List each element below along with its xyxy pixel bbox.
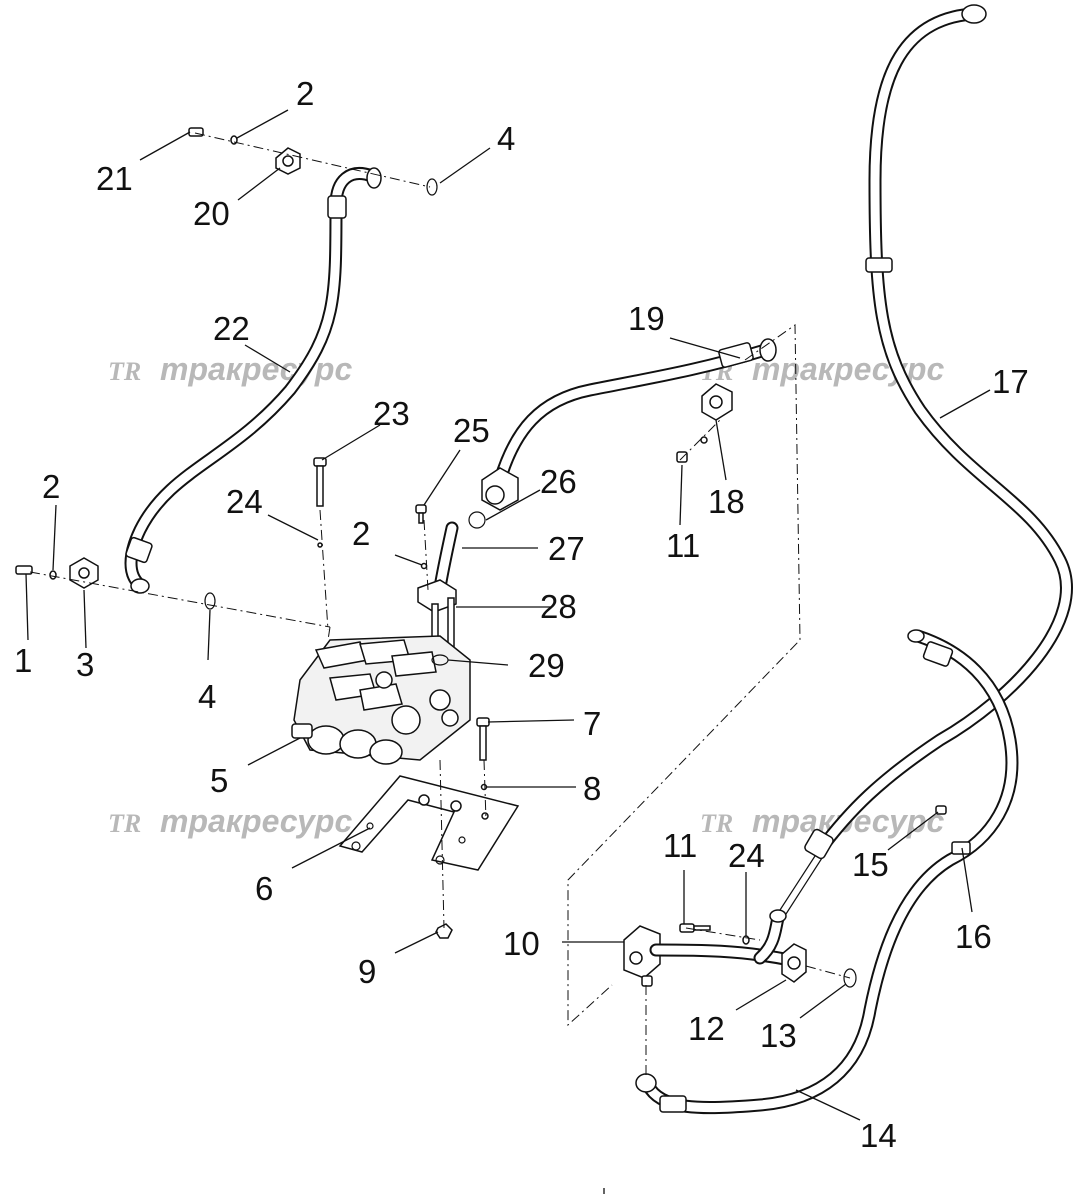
callout-24-upper: 24 [226,483,263,520]
callout-27: 27 [548,530,585,567]
part-26-flange [468,467,519,529]
callout-25: 25 [453,412,490,449]
watermark-1: TR тракресурс [108,351,352,387]
part-12-flange [781,943,807,983]
part-6-plate [338,775,520,871]
callout-26: 26 [540,463,577,500]
leader-lines [25,109,991,1194]
callout-20: 20 [193,195,230,232]
part-2-washer-left [49,570,57,580]
watermark-logo: TR [700,809,733,838]
part-20-flange [275,147,301,175]
callout-2-left: 2 [42,468,60,505]
watermark-text: тракресурс [160,803,352,839]
callout-29: 29 [528,647,565,684]
callout-7: 7 [583,705,601,742]
callout-23: 23 [373,395,410,432]
callout-22: 22 [213,310,250,347]
watermark-text: тракресурс [160,351,352,387]
watermark-2: TR тракресурс [700,351,944,387]
center-lines [29,132,851,1075]
watermark-text: тракресурс [752,351,944,387]
callout-16: 16 [955,918,992,955]
callout-4-left: 4 [198,678,216,715]
callout-24-lower: 24 [728,837,765,874]
part-5-valve-block [291,635,471,765]
callout-17: 17 [992,363,1029,400]
callout-9: 9 [358,953,376,990]
callout-21: 21 [96,160,133,197]
part-18-flange [676,383,733,463]
callout-13: 13 [760,1017,797,1054]
callout-12: 12 [688,1010,725,1047]
hose-14 [635,629,1019,1115]
hose-19 [493,338,777,487]
callout-1: 1 [14,642,32,679]
callout-19: 19 [628,300,665,337]
callout-11-upper: 11 [666,527,700,564]
watermark-3: TR тракресурс [108,803,352,839]
part-10-pipe-assembly [623,909,797,987]
watermark-logo: TR [108,357,141,386]
part-23-bolt [313,457,327,548]
callout-8: 8 [583,770,601,807]
callout-14: 14 [860,1117,897,1154]
part-15-bolt [935,805,947,815]
watermark-logo: TR [108,809,141,838]
part-4-oring-left [204,592,216,610]
part-25-bolt [415,504,428,570]
callout-3: 3 [76,646,94,683]
callout-5: 5 [210,762,228,799]
callout-labels: 1 2 2 2 3 4 4 5 6 7 8 9 10 11 11 12 13 1… [14,75,1029,1154]
part-11-bolt-lower [679,923,711,933]
part-24-washer-lower [742,935,750,945]
hose-22 [124,167,382,594]
callout-2-top: 2 [296,75,314,112]
callout-6: 6 [255,870,273,907]
callout-4-top: 4 [497,120,515,157]
part-9-nut [435,923,453,939]
callout-2-mid: 2 [352,515,370,552]
part-1-bolt [15,565,33,575]
callout-15: 15 [852,846,889,883]
part-4-oring-top [426,178,438,196]
part-7-bolt [476,717,490,791]
callout-10: 10 [503,925,540,962]
part-13-oring [843,968,857,988]
hose-17 [779,4,1073,915]
callout-28: 28 [540,588,577,625]
callout-11-lower: 11 [663,827,697,864]
callout-18: 18 [708,483,745,520]
